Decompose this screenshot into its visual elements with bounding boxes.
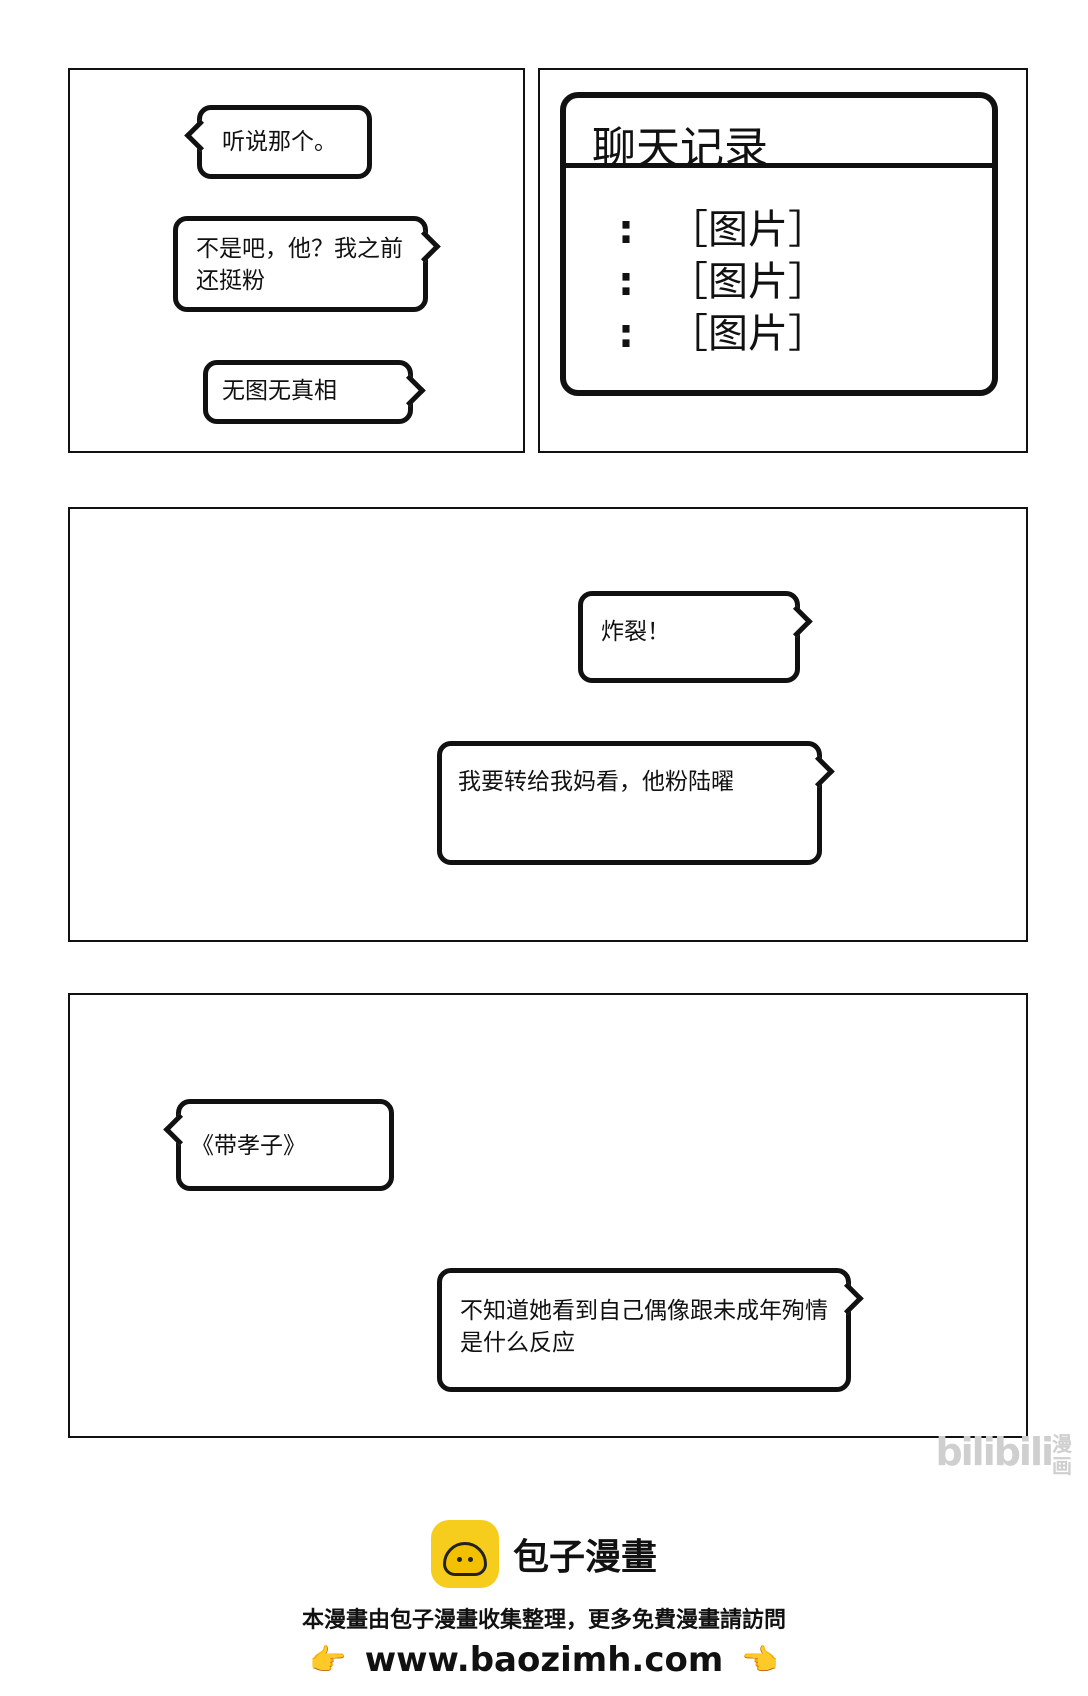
image-placeholder: ［图片］ — [668, 259, 828, 305]
brand: 包子漫畫 — [0, 1520, 1088, 1588]
panel-2: 聊天记录 : ［图片］ : ［图片］ : ［图片］ — [538, 68, 1028, 453]
image-placeholder: ［图片］ — [668, 311, 828, 357]
chat-log-row: : ［图片］ — [618, 308, 992, 360]
bubble-text: 听说那个。 — [222, 129, 337, 155]
bubble-text: 无图无真相 — [222, 378, 337, 404]
bilibili-watermark: bilibili漫画 — [935, 1430, 1074, 1477]
bubble-text: 不是吧，他？我之前还挺粉 — [196, 236, 403, 294]
site-url-link[interactable]: www.baozimh.com — [364, 1640, 724, 1680]
watermark-text: bilibili — [935, 1430, 1054, 1474]
panel-3: 炸裂！ 我要转给我妈看，他粉陆曜 — [68, 507, 1028, 942]
chat-log-row: : ［图片］ — [618, 256, 992, 308]
baozi-logo-icon — [430, 1520, 499, 1588]
speech-bubble-7: 不知道她看到自己偶像跟未成年殉情是什么反应 — [437, 1268, 851, 1392]
row-colon: : — [618, 311, 634, 357]
speech-bubble-2: 不是吧，他？我之前还挺粉 — [173, 216, 428, 312]
speech-bubble-3: 无图无真相 — [203, 360, 413, 424]
speech-bubble-5: 我要转给我妈看，他粉陆曜 — [437, 741, 822, 865]
bubble-text: 我要转给我妈看，他粉陆曜 — [458, 769, 734, 795]
panel-4: 《带孝子》 不知道她看到自己偶像跟未成年殉情是什么反应 — [68, 993, 1028, 1438]
chat-log-list: : ［图片］ : ［图片］ : ［图片］ — [566, 168, 992, 360]
chat-log-row: : ［图片］ — [618, 204, 992, 256]
chat-log-card: 聊天记录 : ［图片］ : ［图片］ : ［图片］ — [560, 92, 998, 396]
pointing-left-icon: 👈 — [741, 1642, 779, 1678]
footer-notice: 本漫畫由包子漫畫收集整理，更多免費漫畫請訪問 — [301, 1608, 786, 1633]
speech-bubble-4: 炸裂！ — [578, 591, 800, 683]
watermark-sub: 漫画 — [1052, 1431, 1072, 1478]
footer: 包子漫畫 本漫畫由包子漫畫收集整理，更多免費漫畫請訪問 👉 www.baozim… — [0, 1520, 1088, 1680]
row-colon: : — [618, 207, 634, 253]
brand-name: 包子漫畫 — [512, 1537, 657, 1578]
bubble-text: 炸裂！ — [601, 619, 670, 645]
speech-bubble-6: 《带孝子》 — [176, 1099, 394, 1191]
bubble-text: 不知道她看到自己偶像跟未成年殉情是什么反应 — [460, 1298, 828, 1356]
image-placeholder: ［图片］ — [668, 207, 828, 253]
speech-bubble-1: 听说那个。 — [197, 105, 372, 179]
pointing-right-icon: 👉 — [309, 1642, 347, 1678]
panel-1: 听说那个。 不是吧，他？我之前还挺粉 无图无真相 — [68, 68, 525, 453]
url-line: 👉 www.baozimh.com 👈 — [0, 1640, 1088, 1680]
row-colon: : — [618, 259, 634, 305]
chat-log-title: 聊天记录 — [566, 98, 992, 174]
bubble-text: 《带孝子》 — [191, 1133, 306, 1159]
